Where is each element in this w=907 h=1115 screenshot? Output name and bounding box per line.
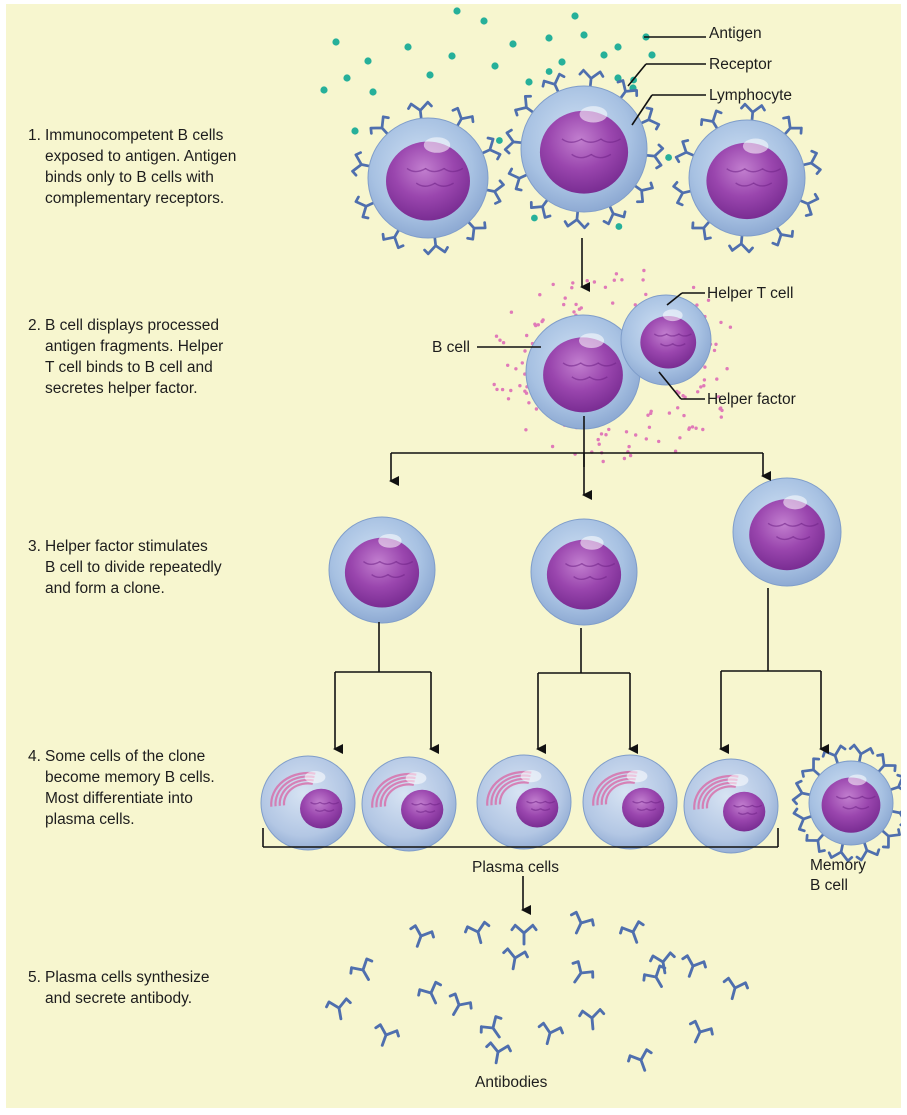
diagram-panel: 1. Immunocompetent B cells exposed to an… (6, 4, 901, 1108)
bound-antigen (496, 137, 503, 144)
antibody-icon (577, 1007, 607, 1032)
step-1-number: 1. (28, 127, 41, 144)
antibody-icon (415, 979, 449, 1010)
nucleus (344, 537, 420, 608)
label-antigen: Antigen (709, 25, 762, 42)
plasma-cell-5 (683, 758, 779, 854)
nucleus (749, 499, 825, 571)
label-plasma-cells: Plasma cells (472, 859, 559, 876)
nucleus (300, 788, 343, 829)
step-5-number: 5. (28, 969, 41, 986)
b-cell-activation-diagram (260, 7, 901, 1076)
step-1-text: Immunocompetent B cells exposed to antig… (45, 127, 237, 207)
antibody-icon (563, 909, 597, 940)
nucleus (706, 142, 788, 220)
bound-antigen (531, 214, 538, 222)
antibody-icon (563, 958, 597, 991)
plasma-cell-1 (260, 755, 356, 851)
antibody-icon (625, 1047, 658, 1076)
helper-t-cell (620, 294, 712, 386)
antibody-icon (682, 1018, 716, 1049)
plasma-cell-2 (361, 756, 457, 852)
antibody-icon (347, 955, 381, 988)
label-lymphocyte: Lymphocyte (709, 87, 792, 104)
antibody-icon (477, 1013, 511, 1046)
nucleus (821, 777, 881, 833)
antigen-particles (320, 7, 656, 135)
step-3-number: 3. (28, 538, 41, 555)
nucleus (539, 110, 629, 194)
b-cell-activated (525, 314, 641, 430)
memory-b-cell (791, 743, 901, 863)
plasma-cell-3 (476, 754, 572, 850)
antibody-icon (617, 919, 650, 948)
b-cell-left (350, 100, 506, 256)
label-helper-t-cell: Helper T cell (707, 285, 794, 302)
bound-antigen (545, 68, 553, 75)
bound-antigen (615, 223, 623, 230)
step-4: 4. Some cells of the clone become memory… (28, 746, 278, 830)
nucleus (516, 787, 559, 828)
step-5: 5. Plasma cells synthesize and secrete a… (28, 967, 278, 1009)
nucleus (401, 789, 444, 830)
step-3-text: Helper factor stimulates B cell to divid… (45, 538, 222, 597)
label-memory-b-cell: Memory B cell (810, 857, 866, 894)
b-cell-center-lymphocyte (496, 68, 672, 230)
antibody-icon (719, 976, 751, 1004)
step-3: 3. Helper factor stimulates B cell to di… (28, 536, 278, 599)
antibody-icon (676, 953, 709, 982)
clone-cell-left (328, 516, 436, 624)
label-helper-factor: Helper factor (707, 391, 796, 408)
antibody-icon (534, 1021, 566, 1049)
step-4-number: 4. (28, 748, 41, 765)
nucleus (622, 787, 665, 828)
antibody-icon (462, 920, 494, 948)
antibody-icon (640, 962, 674, 995)
b-cell-right (671, 102, 823, 254)
plasma-cell-4 (582, 754, 678, 850)
nucleus (640, 316, 697, 369)
antibody-icon (482, 1040, 513, 1067)
antibody-icon (648, 950, 679, 977)
nucleus (543, 337, 623, 413)
step-1: 1. Immunocompetent B cells exposed to an… (28, 125, 278, 209)
step-2: 2. B cell displays processed antigen fra… (28, 315, 278, 399)
antibody-icon (499, 946, 530, 973)
step-2-number: 2. (28, 317, 41, 334)
antibody-icon (324, 996, 355, 1023)
step-2-text: B cell displays processed antigen fragme… (45, 317, 224, 397)
label-b-cell: B cell (432, 339, 470, 356)
antibody-icon (369, 1022, 402, 1051)
antibody-icon (441, 990, 475, 1023)
label-receptor: Receptor (709, 56, 772, 73)
label-antibodies: Antibodies (475, 1074, 548, 1091)
step-5-text: Plasma cells synthesize and secrete anti… (45, 969, 210, 1007)
step-4-text: Some cells of the clone become memory B … (45, 748, 215, 828)
antibody-icon (510, 923, 538, 946)
antibody-icon (404, 923, 437, 952)
nucleus (723, 791, 766, 832)
bound-antigen (665, 154, 672, 161)
clone-cell-right (732, 477, 842, 587)
nucleus (546, 539, 622, 610)
clone-cell-center (530, 518, 638, 626)
nucleus (386, 141, 470, 221)
